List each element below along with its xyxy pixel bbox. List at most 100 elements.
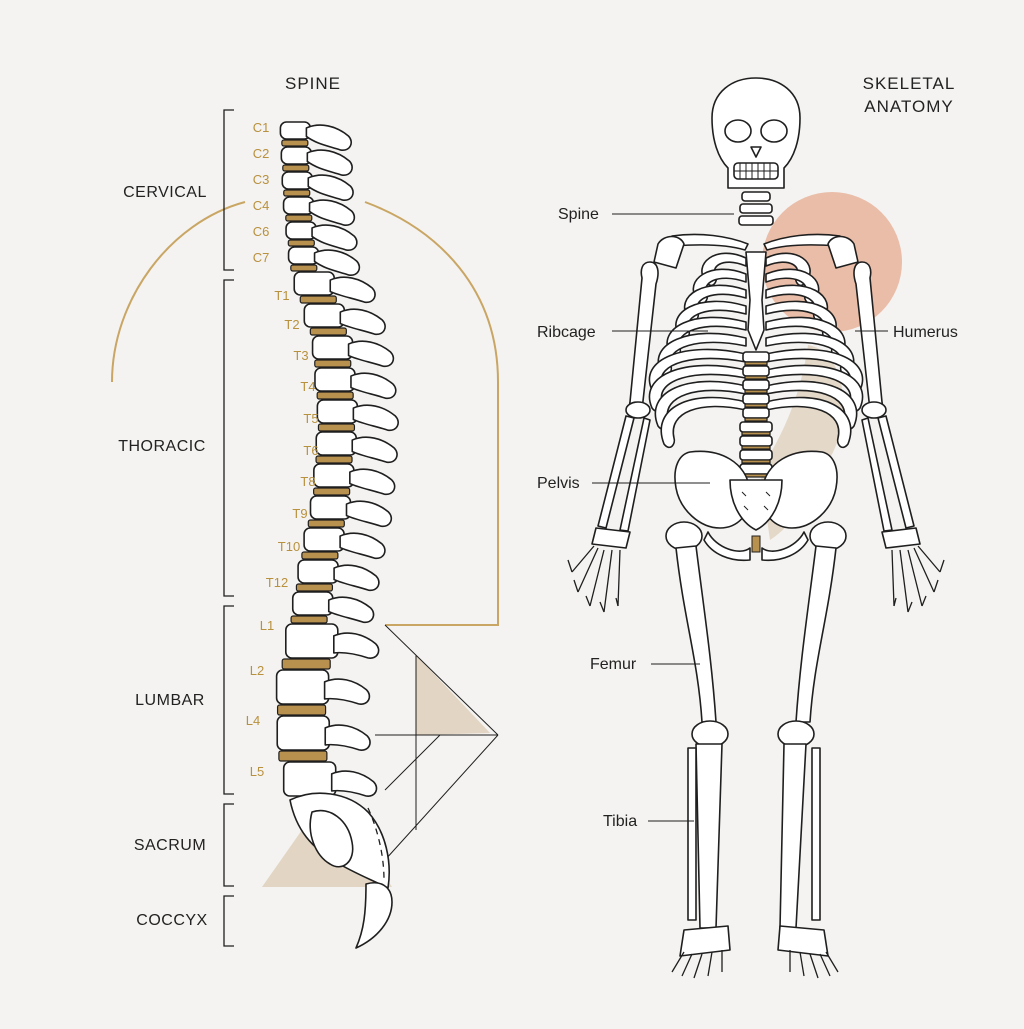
vertebra-body [284, 623, 339, 659]
spinous-process [323, 678, 371, 705]
label-pelvis: Pelvis [537, 475, 580, 492]
vertebra-label: L2 [250, 663, 264, 678]
intervertebral-disc [295, 583, 334, 592]
label-humerus: Humerus [893, 324, 958, 341]
spinous-process [305, 124, 352, 151]
intervertebral-disc [278, 750, 328, 762]
label-spine: Spine [558, 206, 599, 223]
body-vertebra [739, 449, 773, 461]
bracket-lumbar [223, 605, 234, 795]
coccyx-bone [355, 882, 393, 949]
pubic-symphysis [751, 535, 761, 553]
body-disc [741, 431, 771, 436]
label-tibia: Tibia [603, 813, 637, 830]
intervertebral-disc [290, 264, 318, 272]
bracket-coccyx [223, 895, 234, 947]
spinous-process [339, 308, 386, 336]
vertebra-labels: C1 C2 C3 C4 C6 C7 T1 T2 T3 T4 T5 T6 T8 T… [246, 120, 319, 779]
vertebra-label: T4 [300, 379, 315, 394]
spine-title: SPINE [285, 74, 341, 93]
vertebra-label: T9 [292, 506, 307, 521]
intervertebral-disc [282, 164, 310, 172]
body-disc [744, 375, 768, 380]
shoulder-left [653, 235, 685, 269]
body-vertebra [739, 435, 773, 447]
callout-lines [592, 213, 888, 822]
region-lumbar: LUMBAR [135, 692, 205, 709]
vertebra-label: C4 [253, 198, 270, 213]
body-vertebra [739, 463, 773, 475]
body-disc [744, 417, 768, 422]
bracket-thoracic [223, 279, 234, 597]
foot-left [671, 950, 723, 979]
vertebra-label: L4 [246, 713, 260, 728]
guide-lines [375, 624, 499, 861]
shoulder-right [827, 235, 859, 269]
spinous-process [330, 770, 378, 797]
shoulder-girdle [653, 191, 859, 269]
body-vertebra [742, 393, 770, 405]
body-vertebra [742, 379, 770, 391]
body-vertebra [742, 351, 770, 363]
vertebra-body [315, 431, 358, 456]
intervertebral-disc [281, 658, 331, 670]
vertebra-body [316, 399, 359, 424]
vertebra-body [309, 495, 352, 520]
vertebra-label: T6 [303, 443, 318, 458]
body-disc [744, 403, 768, 408]
intervertebral-disc [313, 487, 351, 496]
body-vertebra [739, 421, 773, 433]
region-cervical: CERVICAL [123, 184, 207, 201]
region-brackets [223, 109, 234, 947]
vertebra-body [311, 335, 354, 360]
vertebra-body [303, 303, 346, 328]
spinous-process [345, 500, 393, 528]
sacral-ala [309, 809, 354, 868]
vertebra-body [313, 463, 355, 488]
vertebra-label: T5 [303, 411, 318, 426]
gold-arch [111, 201, 499, 626]
vertebra-label: T2 [284, 317, 299, 332]
vertebra-label: C6 [253, 224, 270, 239]
body-disc [741, 459, 771, 464]
hand-right [891, 545, 945, 613]
spinous-process [313, 249, 361, 276]
vertebra-label: T10 [278, 539, 300, 554]
ribcage [648, 252, 864, 449]
spinous-process [350, 372, 397, 400]
spinous-process [333, 564, 380, 592]
intervertebral-disc [281, 139, 309, 147]
spinous-process [339, 532, 386, 560]
intervertebral-disc [314, 359, 352, 368]
vertebra-label: L5 [250, 764, 264, 779]
spinous-process [307, 174, 354, 201]
rib [765, 396, 852, 449]
spinous-process [329, 276, 376, 304]
spinous-process [308, 199, 356, 226]
bracket-sacrum [223, 803, 234, 887]
vertebra-body [276, 715, 331, 751]
spinous-process [349, 468, 396, 496]
spine-panel: SPINE CERVICAL THORACIC LUMBAR SACRUM CO… [111, 74, 499, 949]
intervertebral-disc [301, 551, 339, 560]
body-spine [739, 351, 773, 478]
leg-left [665, 521, 731, 957]
spinous-process [347, 340, 395, 368]
label-ribcage: Ribcage [537, 324, 596, 341]
vertebra-label: L1 [260, 618, 274, 633]
vertebra-body [275, 669, 330, 705]
vertebra-label: T8 [300, 474, 315, 489]
intervertebral-disc [285, 214, 313, 222]
vertebra-body [314, 367, 356, 392]
sternum [745, 251, 767, 351]
spinous-process [311, 224, 358, 251]
spinous-process [351, 436, 398, 464]
rib [660, 396, 747, 449]
vertebra-label: C1 [253, 120, 270, 135]
intervertebral-disc [316, 391, 354, 400]
sacral-dash [367, 807, 385, 881]
foot-right [789, 950, 839, 979]
arm-left [591, 261, 659, 549]
intervertebral-disc [299, 295, 337, 304]
